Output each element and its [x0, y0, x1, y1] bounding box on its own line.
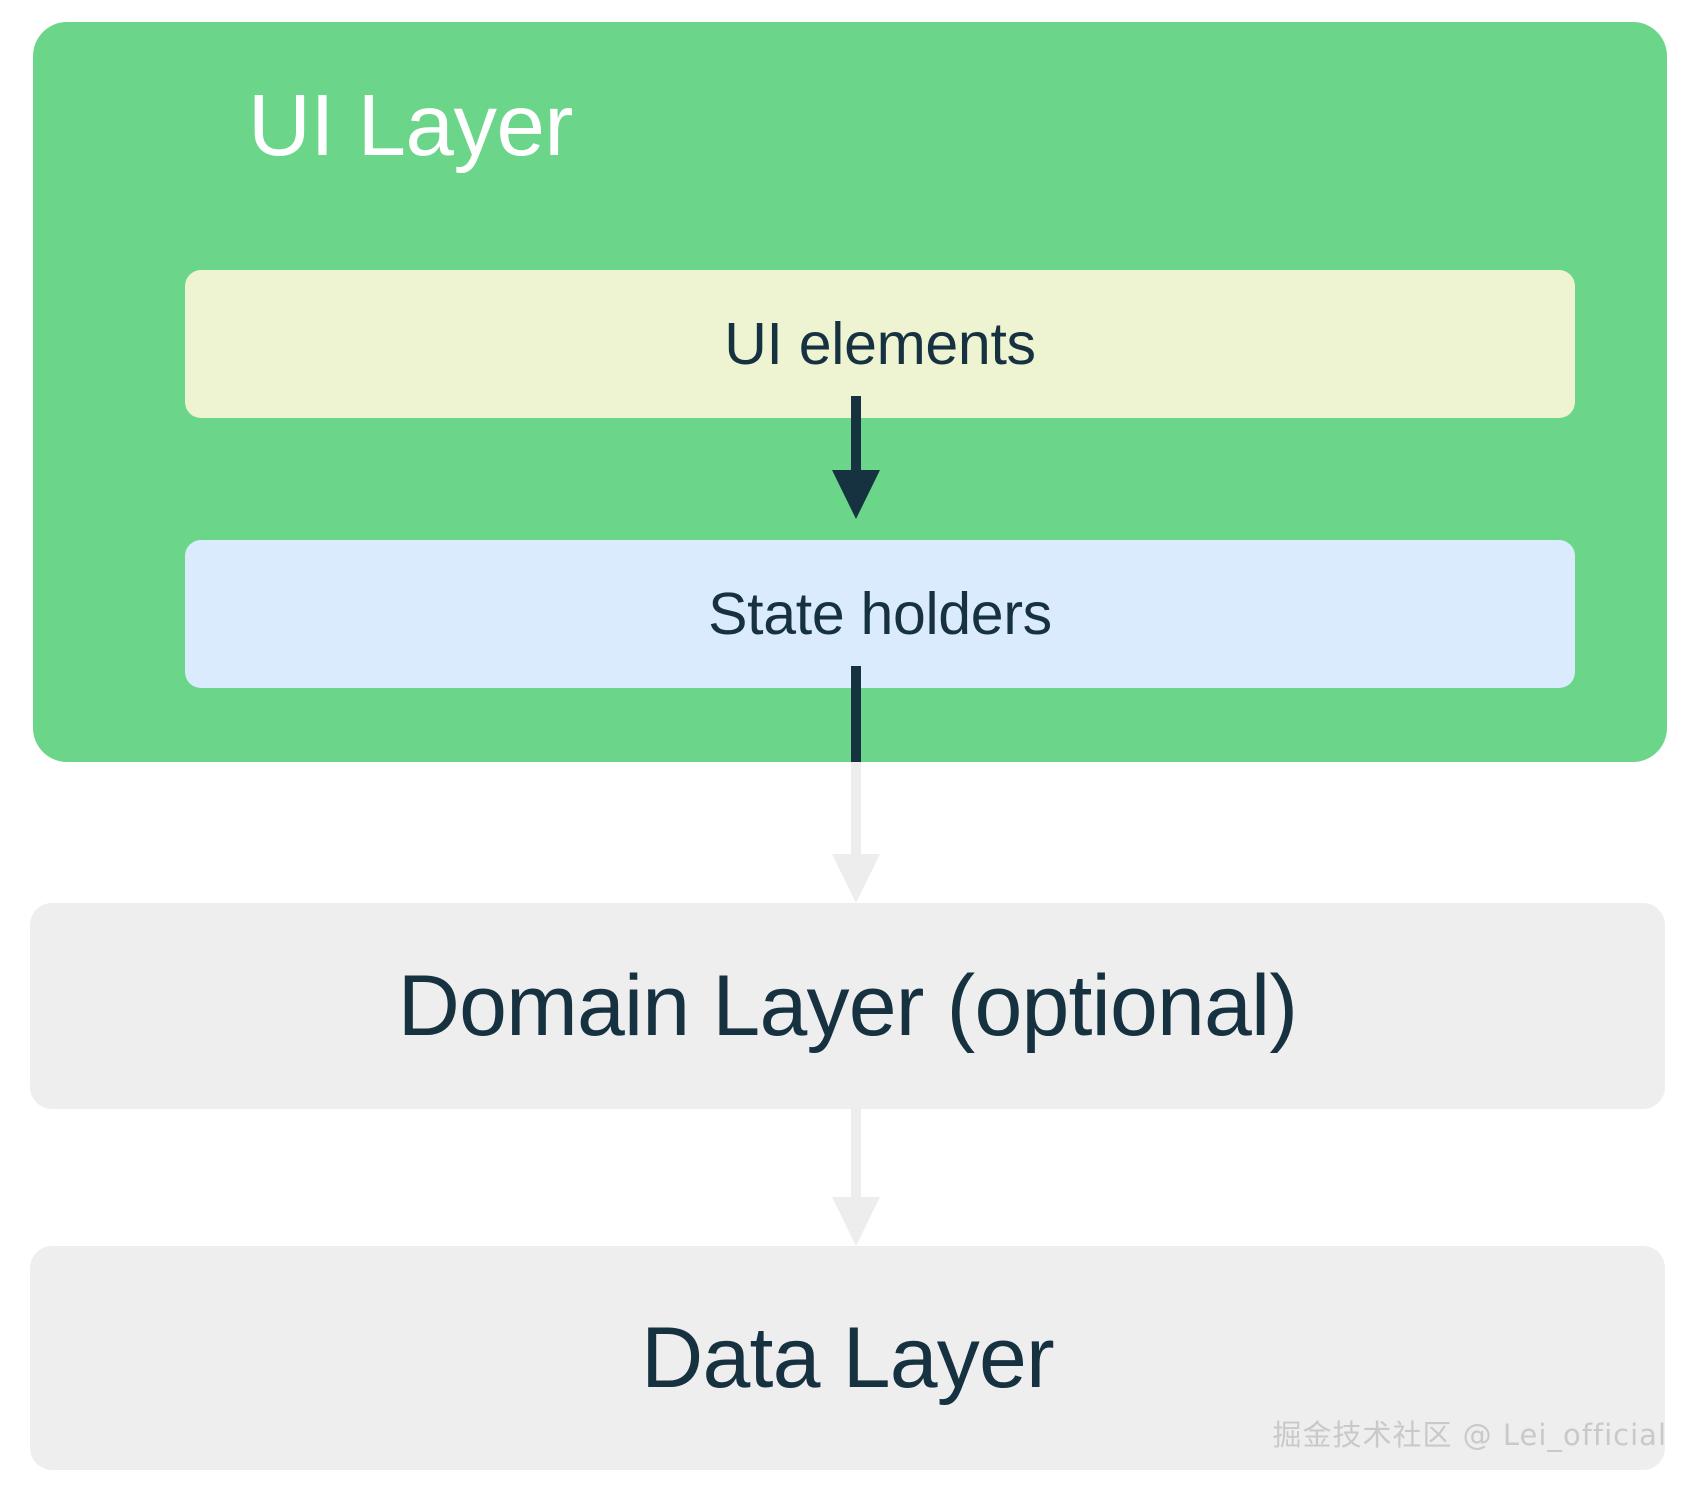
- arrow-state-holders-shaft-dark: [851, 666, 861, 764]
- ui-layer-card: UI Layer UI elements State holders: [33, 22, 1667, 762]
- watermark-text: 掘金技术社区 @ Lei_official: [1272, 1418, 1667, 1452]
- ui-elements-box: UI elements: [185, 270, 1575, 418]
- arrow-state-holders-to-domain-layer: [832, 762, 880, 903]
- domain-layer-box: Domain Layer (optional): [30, 903, 1665, 1109]
- ui-elements-label: UI elements: [724, 310, 1036, 377]
- arrow-domain-layer-to-data-layer: [832, 1109, 880, 1246]
- arrow-ui-elements-to-state-holders: [832, 396, 880, 519]
- state-holders-box: State holders: [185, 540, 1575, 688]
- data-layer-label: Data Layer: [641, 1310, 1054, 1406]
- state-holders-label: State holders: [708, 580, 1052, 647]
- ui-layer-title: UI Layer: [248, 77, 573, 174]
- data-layer-box: Data Layer: [30, 1246, 1665, 1470]
- domain-layer-label: Domain Layer (optional): [397, 958, 1298, 1054]
